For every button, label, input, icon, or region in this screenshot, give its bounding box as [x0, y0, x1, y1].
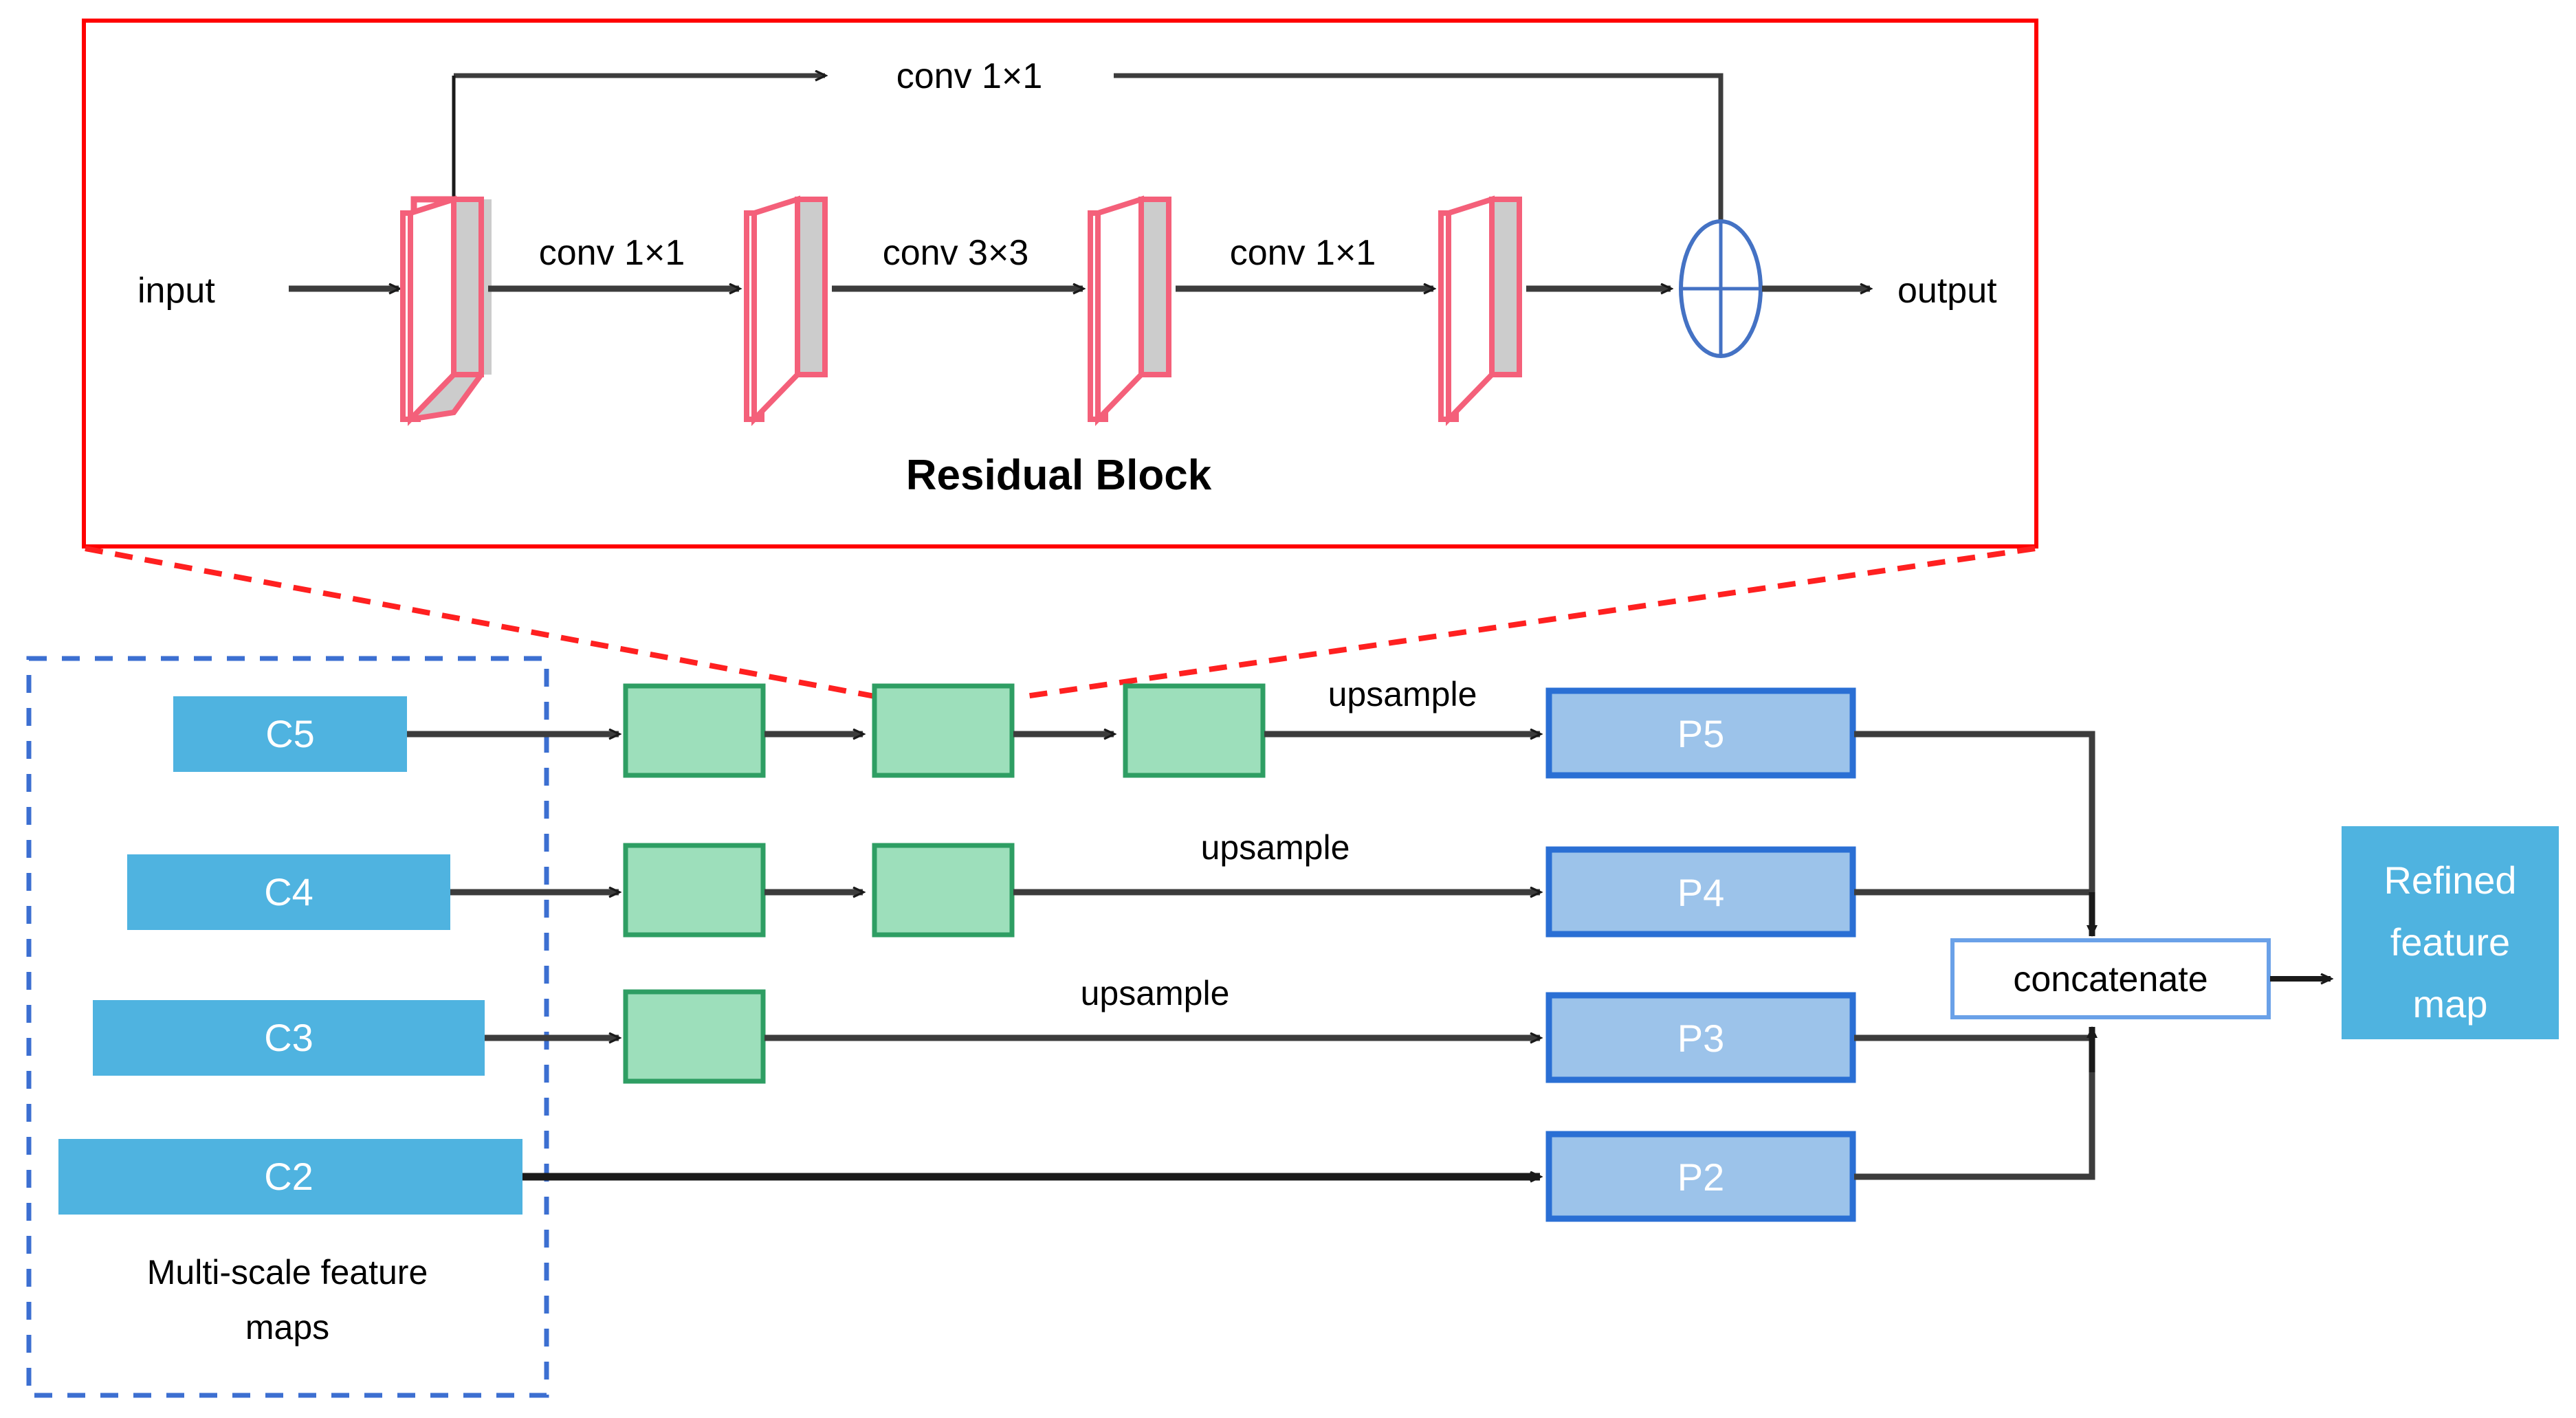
stage-3-label: conv 1×1	[1230, 233, 1376, 273]
p-box-p4-label: P4	[1677, 871, 1725, 914]
concatenate-box[interactable]	[1950, 938, 2271, 1019]
c-box-c4[interactable]	[127, 854, 450, 930]
c-box-c3[interactable]	[93, 1000, 485, 1076]
green-block-c4-2[interactable]	[872, 843, 1015, 938]
upsample-label-p4: upsample	[1201, 828, 1350, 867]
multiscale-group-label-line2: maps	[245, 1308, 329, 1347]
conv-slab-2	[744, 195, 828, 426]
c-box-c5[interactable]	[173, 696, 407, 772]
c-box-c2[interactable]	[58, 1139, 522, 1215]
residual-block-title: Residual Block	[906, 452, 1212, 499]
residual-sum-icon	[1679, 219, 1763, 358]
c-box-c2-label: C2	[264, 1155, 313, 1198]
p-box-p4[interactable]	[1545, 846, 1856, 938]
upsample-label-p3: upsample	[1081, 974, 1230, 1012]
refined-feature-map-line3: map	[2413, 982, 2488, 1026]
conv-slab-3	[1088, 195, 1171, 426]
output-label: output	[1897, 271, 1997, 311]
refined-feature-map-line1: Refined	[2384, 858, 2516, 902]
refined-feature-map-line2: feature	[2390, 920, 2510, 964]
callout-connector-lines	[85, 546, 2036, 699]
green-block-c5-1[interactable]	[623, 683, 766, 778]
skip-connection-path	[452, 76, 1726, 262]
concatenate-label: concatenate	[2013, 960, 2208, 999]
conv-slab-1	[400, 195, 492, 426]
stage-1-label: conv 1×1	[539, 233, 685, 273]
c-box-c3-label: C3	[264, 1016, 313, 1059]
multiscale-group-label-line1: Multi-scale feature	[147, 1253, 428, 1292]
upsample-label-p5: upsample	[1328, 675, 1477, 713]
refined-feature-map-box[interactable]	[2342, 826, 2559, 1039]
p-box-p3-label: P3	[1677, 1017, 1725, 1060]
residual-block-callout-border	[82, 19, 2038, 549]
p-box-p5-label: P5	[1677, 712, 1725, 755]
c-box-c4-label: C4	[264, 870, 313, 913]
green-block-c3-1[interactable]	[623, 989, 766, 1084]
c-box-c5-label: C5	[265, 712, 315, 755]
p-box-p2-label: P2	[1677, 1155, 1725, 1199]
p-box-p2[interactable]	[1545, 1131, 1856, 1222]
conv-slab-4	[1438, 195, 1522, 426]
green-block-c5-3[interactable]	[1123, 683, 1266, 778]
input-label: input	[137, 271, 215, 311]
concat-routing-bottom	[1854, 1026, 2098, 1180]
p-box-p5[interactable]	[1545, 687, 1856, 779]
green-block-c4-1[interactable]	[623, 843, 766, 938]
p-box-p3[interactable]	[1545, 992, 1856, 1083]
green-block-c5-2[interactable]	[872, 683, 1015, 778]
stage-2-label: conv 3×3	[883, 233, 1029, 273]
skip-conv-label: conv 1×1	[896, 56, 1043, 96]
concat-routing-top	[1854, 731, 2098, 937]
